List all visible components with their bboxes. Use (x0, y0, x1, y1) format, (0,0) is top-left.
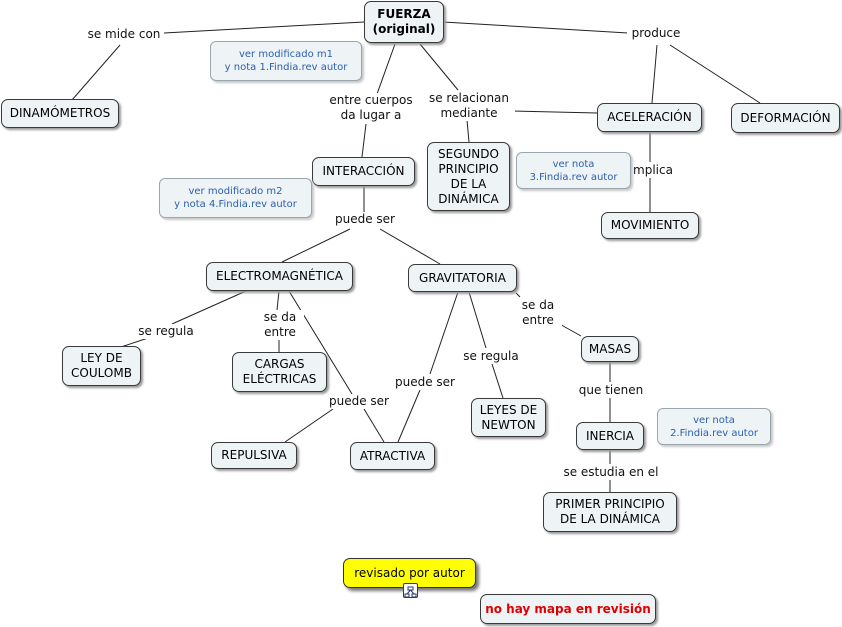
link-se-relacionan: se relacionan mediante (423, 91, 515, 121)
status-no-map-badge: no hay mapa en revisión (480, 594, 656, 624)
node-cargas-electricas[interactable]: CARGAS ELÉCTRICAS (232, 352, 327, 392)
node-dinamometros[interactable]: DINAMÓMETROS (1, 99, 119, 128)
link-puede-ser-mid: puede ser (391, 375, 459, 390)
link-se-da-entre-2: se da entre (514, 298, 562, 328)
node-deformacion[interactable]: DEFORMACIÓN (731, 103, 840, 133)
node-atractiva[interactable]: ATRACTIVA (350, 442, 435, 470)
node-fuerza[interactable]: FUERZA (original) (364, 1, 444, 43)
link-puede-ser-left: puede ser (325, 394, 393, 409)
link-se-estudia: se estudia en el (556, 465, 666, 480)
node-masas[interactable]: MASAS (581, 336, 639, 362)
link-se-regula-1: se regula (133, 324, 199, 339)
concept-map-icon[interactable] (403, 583, 418, 598)
link-se-da-entre-1: se da entre (256, 310, 304, 340)
node-movimiento[interactable]: MOVIMIENTO (601, 212, 699, 239)
node-repulsiva[interactable]: REPULSIVA (211, 442, 297, 469)
node-electromagnetica[interactable]: ELECTROMAGNÉTICA (206, 262, 353, 291)
link-implica: mplica (630, 163, 676, 178)
node-primer-principio[interactable]: PRIMER PRINCIPIO DE LA DINÁMICA (543, 492, 677, 532)
node-gravitatoria[interactable]: GRAVITATORIA (408, 264, 517, 292)
note-m2[interactable]: ver modificado m2 y nota 4.Findia.rev au… (159, 178, 312, 218)
note-3[interactable]: ver nota 3.Findia.rev autor (516, 152, 631, 189)
link-se-regula-2: se regula (458, 349, 524, 364)
node-segundo-principio[interactable]: SEGUNDO PRINCIPIO DE LA DINÁMICA (427, 142, 510, 211)
note-m1[interactable]: ver modificado m1 y nota 1.Findia.rev au… (210, 41, 362, 81)
note-2[interactable]: ver nota 2.Findia.rev autor (657, 408, 771, 445)
link-puede-ser-top: puede ser (331, 212, 399, 227)
node-ley-coulomb[interactable]: LEY DE COULOMB (62, 346, 141, 386)
node-inercia[interactable]: INERCIA (576, 422, 644, 450)
link-que-tienen: que tienen (574, 383, 648, 398)
link-se-mide-con: se mide con (84, 27, 164, 42)
concept-map-icon-glyph (404, 586, 417, 598)
node-interaccion[interactable]: INTERACCIÓN (312, 157, 415, 186)
node-aceleracion[interactable]: ACELERACIÓN (597, 103, 702, 132)
link-produce: produce (627, 26, 685, 41)
node-leyes-newton[interactable]: LEYES DE NEWTON (471, 398, 546, 437)
link-entre-cuerpos: entre cuerpos da lugar a (323, 93, 419, 123)
